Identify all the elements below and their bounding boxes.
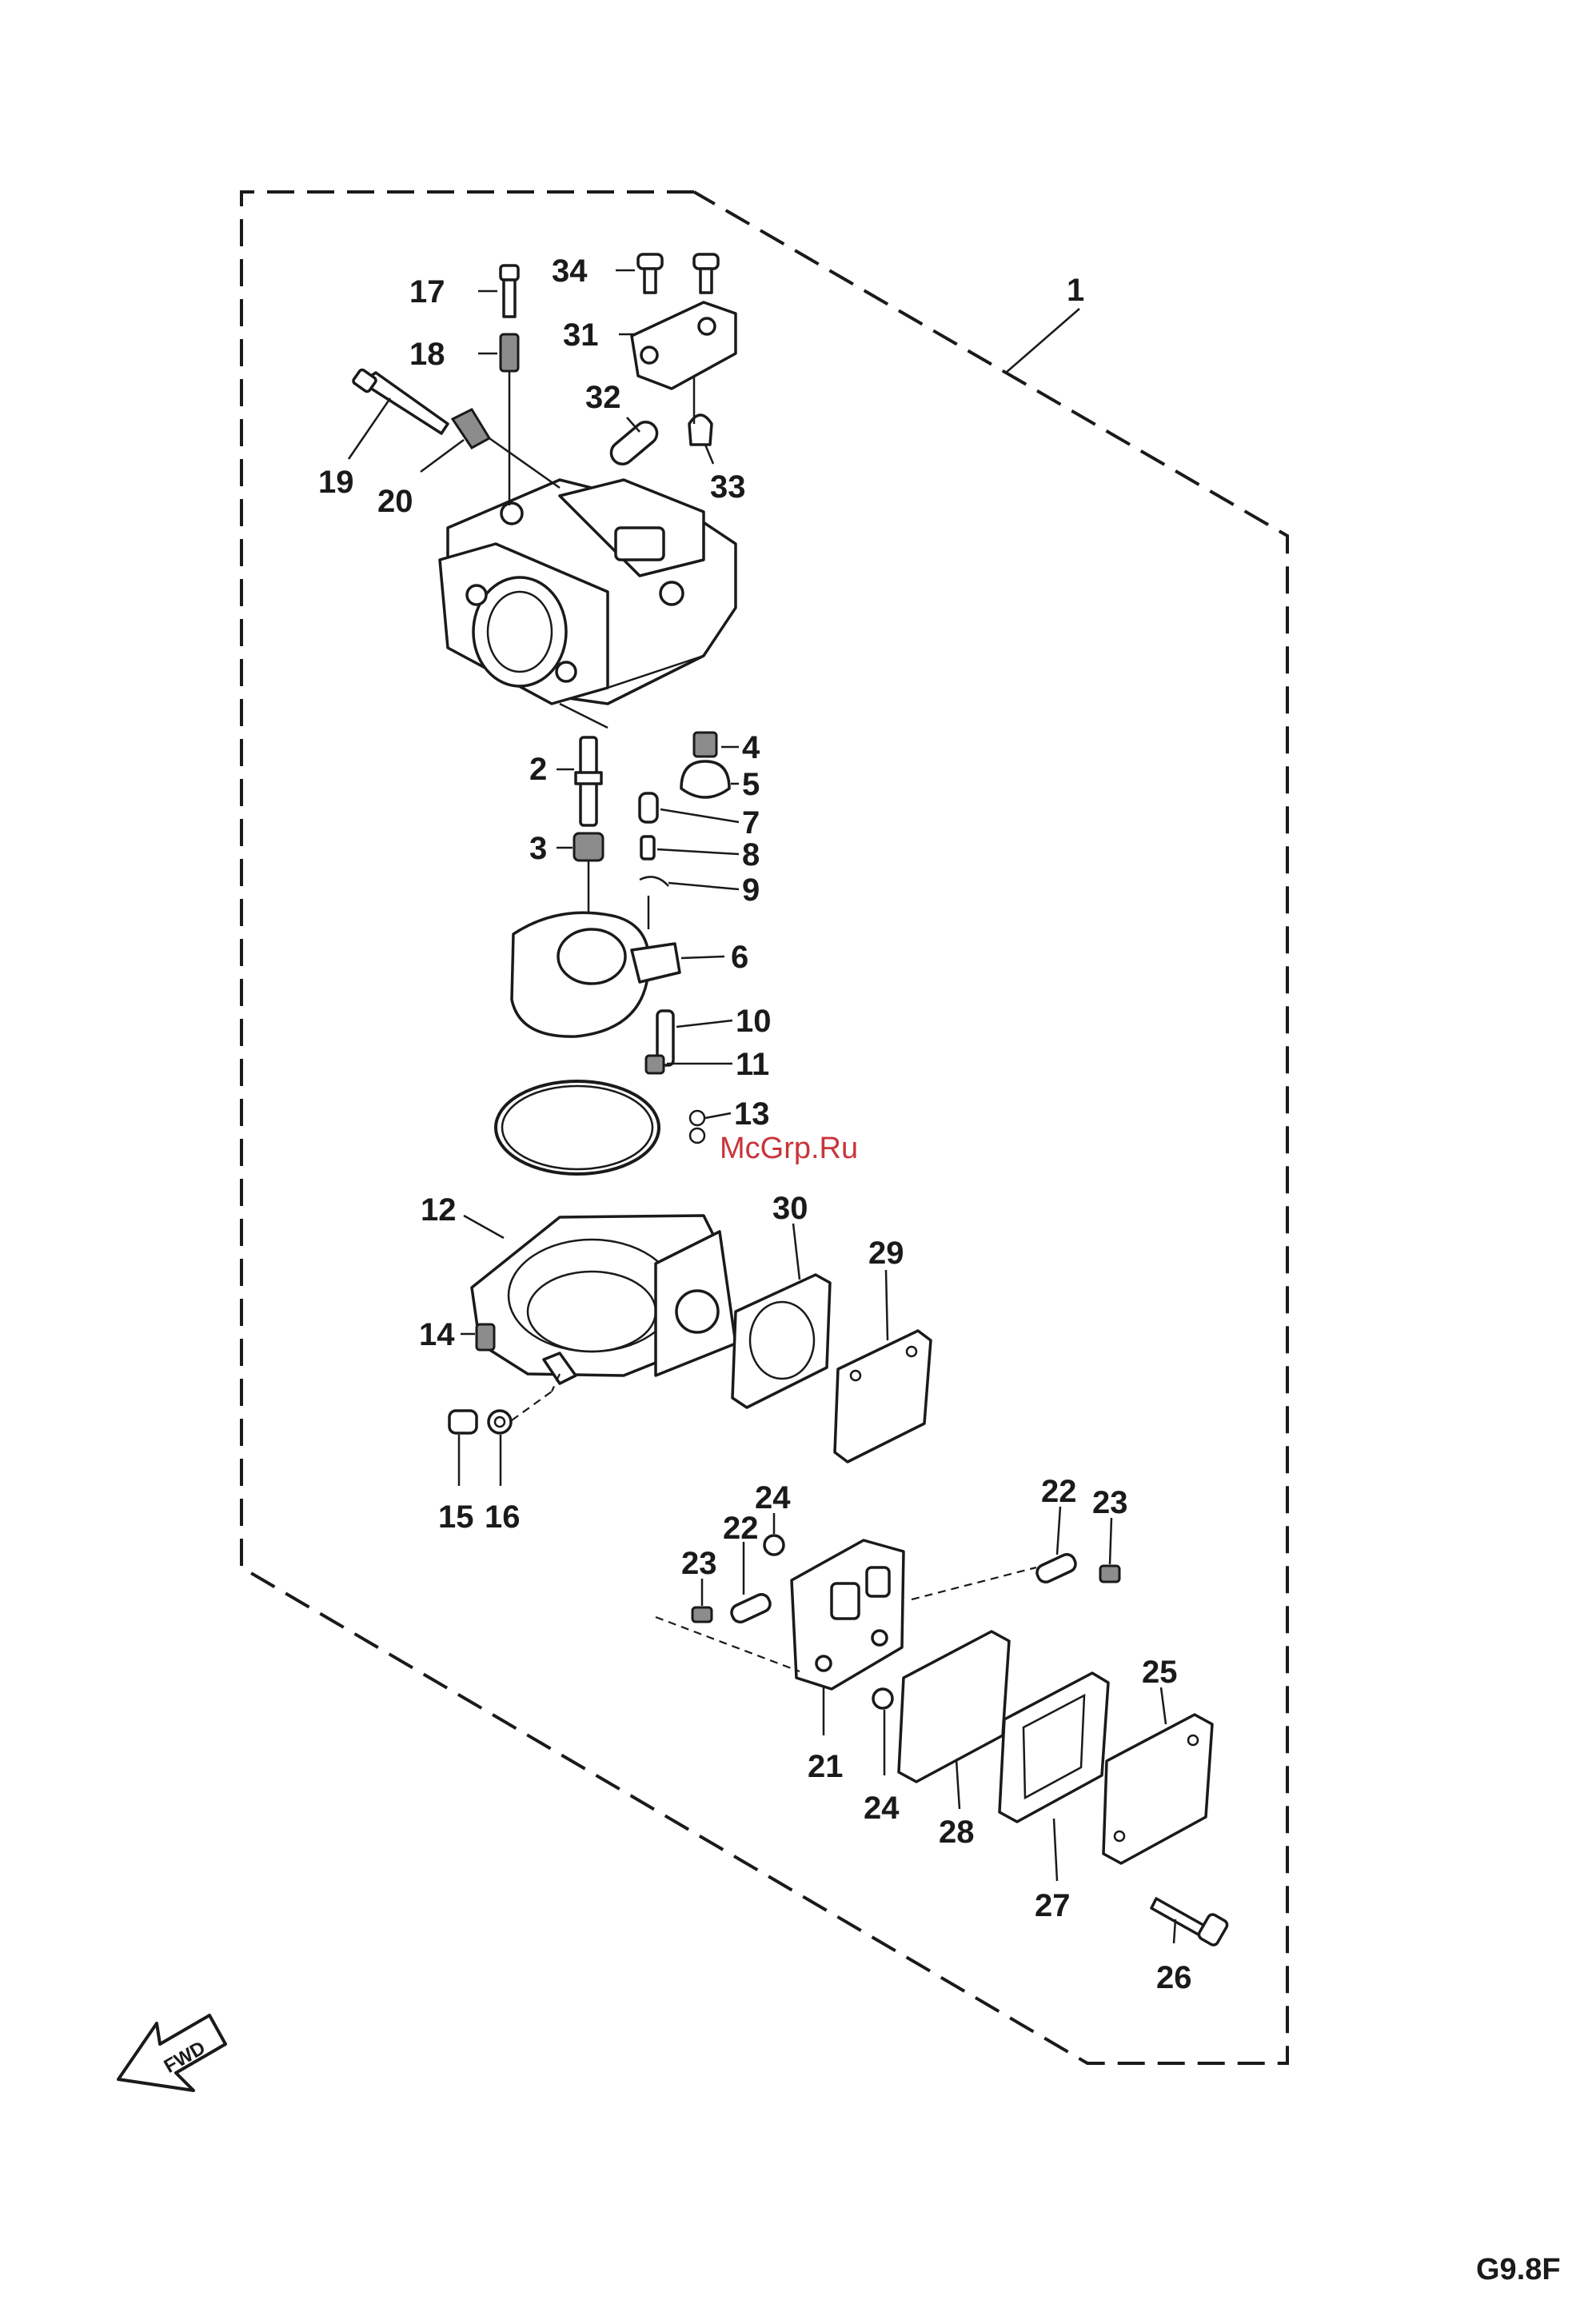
callout-21: 21: [808, 1749, 844, 1784]
part-7-needle-valve: [640, 793, 657, 822]
callout-29: 29: [868, 1236, 904, 1271]
callout-23-left: 23: [681, 1546, 717, 1581]
part-14-screw: [477, 1324, 494, 1350]
part-8-clip: [641, 837, 654, 859]
callout-24-bottom: 24: [864, 1791, 900, 1826]
callout-28: 28: [939, 1815, 975, 1850]
callout-19: 19: [318, 465, 354, 500]
part-30-gasket: [732, 1275, 830, 1408]
callout-18: 18: [409, 337, 445, 372]
part-15-drain-screw: [449, 1411, 477, 1433]
part-13-o-ring: [496, 1081, 704, 1174]
part-19-pilot-screw: [352, 369, 448, 433]
callout-31: 31: [563, 317, 599, 353]
callout-5: 5: [742, 767, 760, 802]
part-11-screw: [646, 1056, 664, 1073]
callout-1: 1: [1067, 273, 1084, 308]
part-17-screw: [501, 266, 518, 317]
callout-12: 12: [421, 1192, 457, 1228]
callout-3: 3: [529, 831, 547, 866]
part-25-cover: [1103, 1715, 1212, 1863]
part-21-pump-body: [792, 1540, 904, 1689]
callout-30: 30: [772, 1191, 808, 1226]
callout-26: 26: [1156, 1960, 1192, 1995]
callout-24-top: 24: [755, 1480, 791, 1515]
part-6-float: [512, 912, 680, 1036]
part-4-plug: [694, 733, 716, 757]
callout-22-left: 22: [723, 1511, 759, 1546]
callout-23-right: 23: [1092, 1485, 1128, 1520]
callout-4: 4: [742, 730, 760, 765]
part-34-screws: [638, 254, 718, 293]
part-2-main-nozzle: [576, 737, 601, 825]
fwd-arrow-icon: FWD: [118, 2015, 225, 2090]
callout-13: 13: [734, 1096, 770, 1132]
callout-33: 33: [710, 469, 746, 505]
part-29-plate: [835, 1331, 931, 1462]
callout-22-right: 22: [1041, 1474, 1077, 1509]
callout-11: 11: [736, 1047, 769, 1082]
carburetor-body: [440, 480, 736, 728]
callout-32: 32: [585, 380, 621, 415]
part-26-screw: [1151, 1899, 1229, 1947]
part-20-spring: [453, 409, 489, 448]
callout-25: 25: [1142, 1655, 1178, 1690]
callout-17: 17: [409, 274, 445, 309]
part-16-gasket: [489, 1411, 511, 1433]
callout-7: 7: [742, 805, 760, 841]
part-33-cap: [689, 415, 712, 445]
part-27-gasket: [999, 1673, 1108, 1822]
callout-20: 20: [377, 484, 413, 519]
callout-15: 15: [438, 1499, 474, 1535]
part-18-spring: [501, 334, 518, 371]
watermark-text: McGrp.Ru: [720, 1132, 858, 1165]
callout-27: 27: [1035, 1888, 1071, 1923]
part-31-cover-plate: [632, 302, 736, 389]
model-code: G9.8F: [1476, 2253, 1561, 2286]
part-12-float-chamber: [472, 1216, 736, 1384]
callout-34: 34: [552, 254, 588, 289]
callout-14: 14: [419, 1317, 455, 1352]
callout-2: 2: [529, 752, 547, 787]
part-3-main-jet: [574, 833, 603, 861]
callout-10: 10: [736, 1004, 772, 1039]
part-5-washer: [681, 761, 729, 797]
callout-16: 16: [485, 1499, 521, 1535]
callout-9: 9: [742, 872, 760, 908]
callout-8: 8: [742, 837, 760, 872]
part-9-wire: [640, 876, 668, 886]
callout-6: 6: [731, 940, 748, 975]
part-28-diaphragm: [899, 1631, 1009, 1782]
